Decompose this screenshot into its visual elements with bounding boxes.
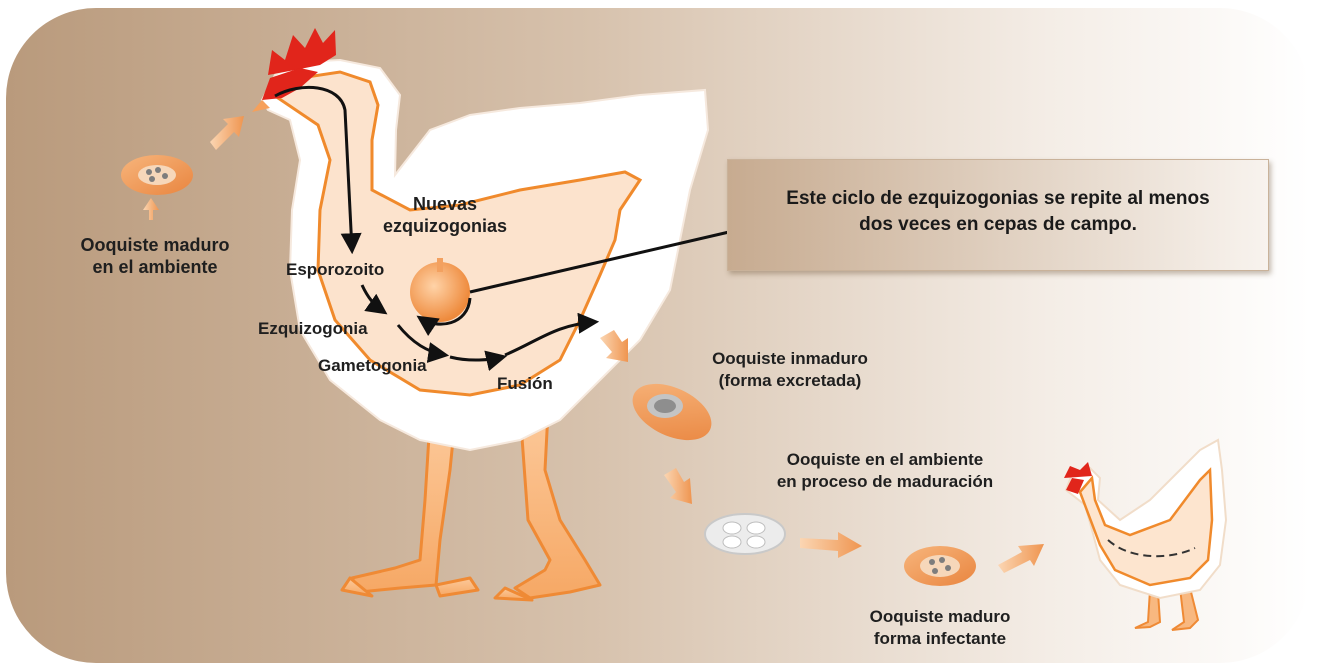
new-schizogony-pointer — [437, 258, 443, 272]
chicken-head — [262, 68, 318, 100]
note-connector-arrow — [469, 227, 743, 294]
note-text: Este ciclo de ezquizogonias se repite al… — [728, 186, 1268, 238]
chicken-beak — [252, 100, 270, 112]
arrow-right-1 — [800, 532, 862, 558]
internal-cycle-arrows — [274, 85, 743, 372]
chicken-comb — [268, 28, 336, 75]
label-schizogony: Ezquizogonia — [258, 319, 368, 338]
fusion-exit-arrow — [504, 312, 600, 357]
sporozoite-to-schizogony-arrow — [360, 284, 388, 315]
ingestion-arrow — [274, 85, 362, 255]
arrow-exit — [600, 330, 628, 362]
arrow-down-1 — [664, 468, 692, 504]
schizogony-to-gametogony-arrow — [396, 324, 450, 363]
new-schizogony-blob — [410, 262, 470, 322]
small-chicken — [1064, 438, 1228, 631]
label-immature-oocyst: Ooquiste inmaduro(forma excretada) — [712, 349, 868, 390]
schizogony-loop-arrow — [416, 297, 472, 337]
gametogony-to-fusion-arrow — [449, 350, 508, 372]
label-sporozoite: Esporozoito — [286, 260, 385, 279]
mature-oocyst-environment — [121, 155, 193, 195]
immature-oocyst — [632, 383, 712, 441]
label-gametogony: Gametogonia — [318, 356, 427, 375]
chicken-legs — [340, 408, 602, 602]
note-line-2: dos veces en cepas de campo. — [859, 214, 1137, 235]
note-line-1: Este ciclo de ezquizogonias se repite al… — [786, 188, 1210, 209]
arrow-up-to-oocyst — [143, 198, 159, 220]
arrow-to-mouth — [210, 116, 244, 150]
arrow-right-2 — [998, 544, 1044, 573]
repeat-cycle-note: Este ciclo de ezquizogonias se repite al… — [727, 159, 1269, 271]
maturing-oocyst — [704, 513, 786, 555]
infective-oocyst — [904, 546, 976, 586]
label-fusion: Fusión — [497, 374, 553, 393]
